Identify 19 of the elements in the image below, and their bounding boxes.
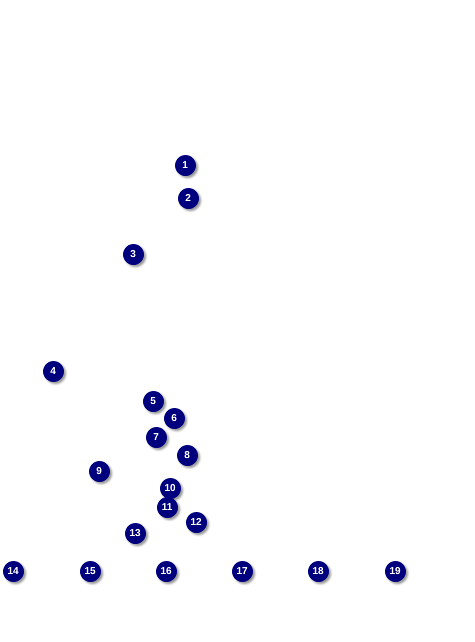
callout-number: 15 [80,560,100,582]
callout-number: 11 [156,496,178,518]
callout-number: 6 [164,408,184,428]
callout-number: 8 [176,444,198,466]
callout-number: 16 [156,560,176,582]
callout-number: 12 [186,512,206,532]
callout-number: 13 [124,522,146,544]
callout-number: 2 [178,188,198,208]
callout-number: 18 [308,560,328,582]
callout-number: 1 [174,154,196,176]
callout-number: 9 [88,460,110,482]
callout-number: 5 [142,390,164,412]
callout-number: 19 [384,560,406,582]
callout-number: 4 [42,360,64,382]
callout-number: 10 [160,478,180,498]
callout-number: 7 [146,426,166,448]
callout-number: 14 [2,560,24,582]
callout-number: 3 [122,244,144,264]
callout-number: 17 [232,560,252,582]
